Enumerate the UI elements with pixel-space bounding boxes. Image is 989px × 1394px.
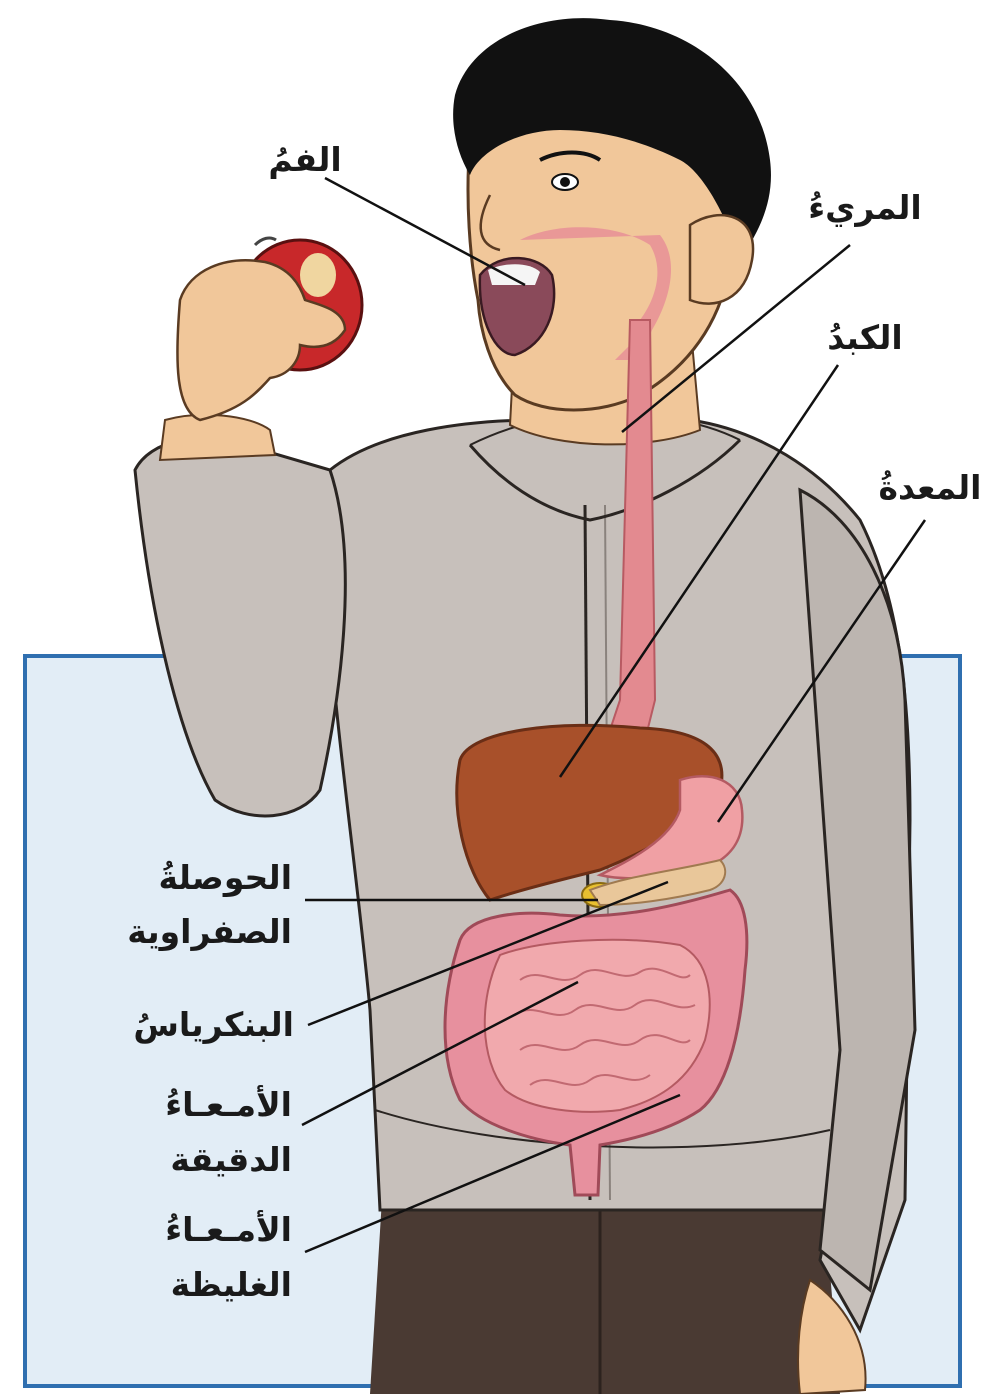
label-large-intestine-line2: الغليظة (171, 1265, 292, 1305)
label-large-intestine-line1: الأمـعـاءُ (165, 1210, 292, 1250)
label-gallbladder-line2: الصفراوية (127, 912, 292, 952)
label-stomach: المعدةُ (875, 468, 985, 508)
boy-head (453, 18, 771, 410)
label-pancreas: البنكرياسُ (133, 1005, 294, 1045)
label-small-intestine-line1: الأمـعـاءُ (165, 1085, 292, 1125)
label-gallbladder-line1: الحوصلةُ (158, 858, 292, 898)
label-liver: الكبدُ (810, 318, 920, 358)
label-esophagus: المريءُ (800, 188, 930, 228)
label-mouth: الفمُ (250, 140, 360, 180)
label-small-intestine-line2: الدقيقة (170, 1140, 292, 1180)
